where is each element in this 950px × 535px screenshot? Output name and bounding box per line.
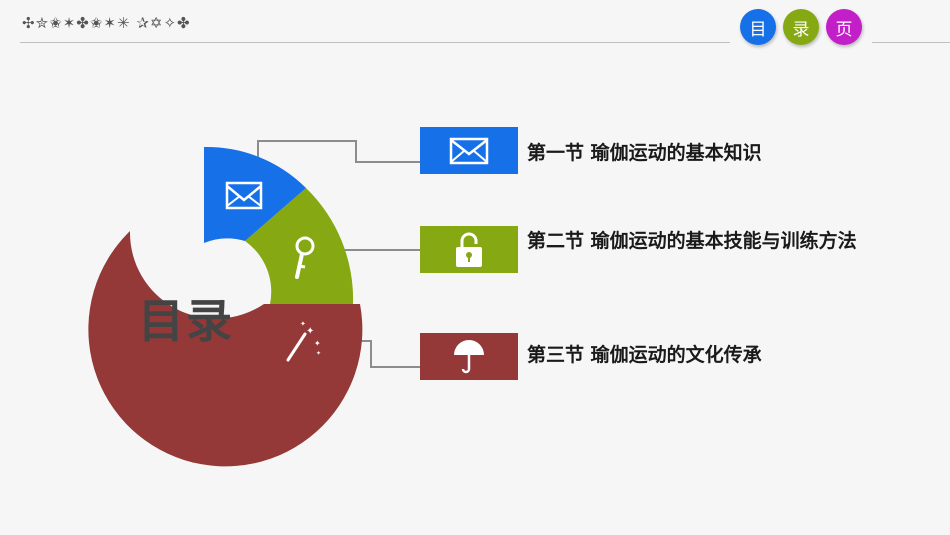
magic-wand-icon: ✦ ✦ ✦ ✦	[286, 320, 321, 362]
connector-line-1	[257, 140, 420, 175]
tab-bubble-2[interactable]: 录	[783, 9, 819, 45]
toc-item-2-text[interactable]: 第二节 瑜伽运动的基本技能与训练方法	[527, 230, 857, 252]
svg-text:✦: ✦	[316, 350, 321, 357]
svg-text:✦: ✦	[300, 320, 306, 328]
tab-bubbles: 目 录 页	[740, 9, 862, 45]
segment-red	[88, 231, 363, 467]
tab-bubble-1[interactable]: 目	[740, 9, 776, 45]
toc-item-3-icon-box[interactable]	[420, 333, 518, 380]
envelope-icon	[449, 137, 489, 164]
segment-blue	[204, 146, 306, 243]
key-icon	[295, 236, 315, 279]
svg-text:✦: ✦	[306, 326, 314, 337]
toc-item-1[interactable]: 第一节 瑜伽运动的基本知识	[420, 127, 927, 174]
toc-item-2[interactable]: 第二节 瑜伽运动的基本技能与训练方法	[420, 226, 927, 273]
padlock-icon	[456, 232, 482, 267]
toc-item-1-icon-box[interactable]	[420, 127, 518, 174]
envelope-icon	[225, 181, 263, 210]
center-label: 目录	[138, 294, 234, 348]
segment-green	[245, 188, 354, 304]
umbrella-icon	[454, 339, 484, 373]
toc-item-2-icon-box[interactable]	[420, 226, 518, 273]
header-divider-left	[20, 42, 730, 43]
tab-bubble-3[interactable]: 页	[826, 9, 862, 45]
toc-item-3-text[interactable]: 第三节 瑜伽运动的文化传承	[527, 344, 762, 366]
svg-text:✦: ✦	[314, 339, 321, 348]
toc-item-1-text[interactable]: 第一节 瑜伽运动的基本知识	[527, 142, 762, 164]
header-decoration: ✣✮✬✶✤✬✶✳ ✰✡✧✤	[22, 14, 191, 32]
toc-item-3[interactable]: 第三节 瑜伽运动的文化传承	[420, 333, 927, 380]
header-divider-right	[872, 42, 950, 43]
